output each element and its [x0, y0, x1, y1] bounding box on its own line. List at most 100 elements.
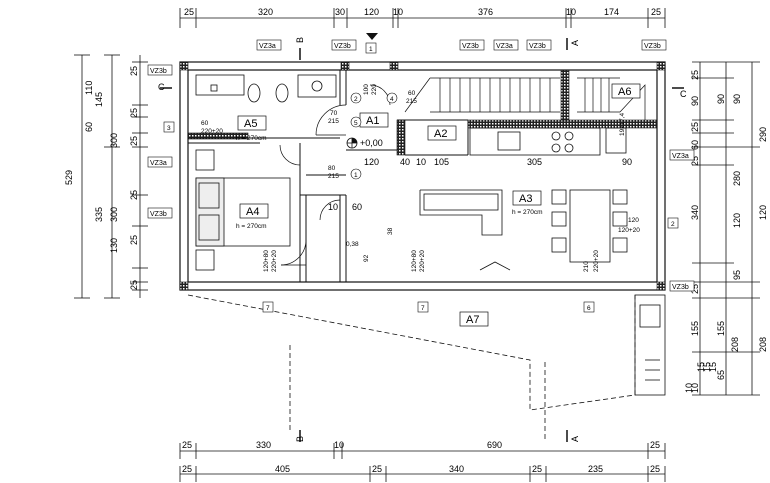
room-a4-height: h = 270cm — [236, 223, 267, 230]
op-12: 305 — [527, 157, 542, 167]
dim-right1-1: 90 — [690, 96, 700, 106]
dim-right2-0: 90 — [716, 94, 726, 104]
right-dimension-lines — [692, 61, 760, 396]
dim-top-2: 30 — [335, 7, 345, 17]
op-6: 80 — [328, 165, 336, 172]
op-24: 120 — [628, 217, 639, 224]
op-3: 215 — [328, 118, 339, 125]
dim-right3-3: 208 — [758, 337, 768, 352]
dim-right1-2: 25 — [690, 122, 700, 132]
window-mark-1: 2 — [671, 221, 675, 228]
op-16: 38 — [387, 227, 394, 235]
dim-bot1-2: 10 — [334, 440, 344, 450]
window-mark-2: 3 — [167, 125, 171, 132]
dim-top-8: 25 — [651, 7, 661, 17]
terrace-outline — [187, 294, 636, 440]
vz-tag-4: VZ3a — [496, 43, 513, 50]
op-15: 60 — [352, 202, 362, 212]
op-23: 220+20 — [593, 250, 600, 272]
window-mark-3: 4 — [390, 96, 394, 103]
dim-bot2-1: 405 — [275, 464, 290, 474]
staircase — [404, 77, 646, 120]
dim-left3-10: 25 — [129, 280, 139, 290]
window-marks: 1 2 3 4 5 6 7 7 1 2 — [163, 42, 679, 313]
room-a7-label: A7 — [466, 314, 479, 326]
vz-tag-7: VZ3a — [150, 160, 167, 167]
room-a6-label: A6 — [618, 86, 631, 98]
vz-tag-0: VZ3a — [259, 43, 276, 50]
bathroom-fixtures — [195, 74, 337, 103]
dim-right1-5: 340 — [690, 205, 700, 220]
op-17: 92 — [363, 254, 370, 262]
dim-bot2-0: 25 — [182, 464, 192, 474]
room-a3-height: h = 270cm — [512, 209, 543, 216]
op-20: 120+80 — [411, 250, 418, 272]
door-swings — [279, 84, 391, 266]
exterior-walls — [179, 61, 666, 291]
level-marker: +0,00 — [346, 137, 383, 149]
dim-left3-3: 60 — [84, 122, 94, 132]
bottom-dimension-lines — [179, 443, 666, 482]
vz-tag-2: VZ3b — [462, 43, 479, 50]
dim-top-3: 120 — [364, 7, 379, 17]
section-marks: B B A A C C — [158, 37, 687, 442]
window-mark-8: 1 — [354, 172, 358, 179]
vz-tag-9: VZ3a — [672, 153, 689, 160]
window-mark-7: 7 — [421, 305, 425, 312]
dim-right1-4: 25 — [690, 156, 700, 166]
window-mark-9: 2 — [354, 96, 358, 103]
dim-right3-0: 290 — [758, 127, 768, 142]
dim-left3-8: 25 — [129, 235, 139, 245]
section-mark-c-left: C — [158, 82, 165, 92]
op-22: 210 — [583, 261, 590, 272]
vz-tag-8: VZ3b — [150, 211, 167, 218]
dim-right1-0: 25 — [690, 70, 700, 80]
op-21: 220+20 — [419, 250, 426, 272]
level-value: +0,00 — [360, 138, 383, 148]
room-labels: A1 A2 A3 h = 270cm A4 h = 270cm A5 h = 2… — [236, 83, 641, 327]
op-5: 215 — [406, 98, 417, 105]
dim-bot2-4: 25 — [532, 464, 542, 474]
wall-hatch-corners — [179, 61, 666, 291]
living-furniture — [419, 189, 628, 271]
dim-left3-6: 25 — [129, 190, 139, 200]
dim-right2-9: 15 — [702, 362, 712, 372]
dim-right3-2: 120 — [758, 205, 768, 220]
op-19: 220+20 — [271, 250, 278, 272]
dim-bot1-3: 690 — [487, 440, 502, 450]
room-a2-label: A2 — [434, 128, 447, 140]
dim-bot2-6: 25 — [650, 464, 660, 474]
op-0: 60 — [201, 120, 209, 127]
dim-left3-7: 300 — [109, 207, 119, 222]
op-1: 220+20 — [201, 128, 223, 135]
dim-left3-9: 130 — [109, 238, 119, 253]
section-mark-a-bottom: A — [570, 436, 580, 442]
top-dimension-line — [179, 8, 666, 28]
room-a5-height: h = 270cm — [236, 135, 267, 142]
dim-left2-0: 145 — [94, 92, 104, 107]
op-14: 10 — [328, 202, 338, 212]
dim-left3-5: 300 — [109, 133, 119, 148]
window-mark-5: 6 — [587, 305, 591, 312]
op-13: 90 — [622, 157, 632, 167]
kitchen-counter — [469, 127, 627, 156]
dim-left3-2: 25 — [129, 108, 139, 118]
op-8: 120 — [364, 157, 379, 167]
dim-bot1-1: 330 — [256, 440, 271, 450]
dim-right1-3: 60 — [690, 140, 700, 150]
op-25: 120+20 — [618, 227, 640, 234]
entrance-arrow-icon — [366, 33, 378, 40]
op-9: 40 — [400, 157, 410, 167]
vz-tag-6: VZ3b — [150, 68, 167, 75]
dim-right1-6: 25 — [690, 284, 700, 294]
dim-left3-0: 25 — [129, 66, 139, 76]
dim-bot2-3: 340 — [449, 464, 464, 474]
room-a3-label: A3 — [519, 193, 532, 205]
dim-right2-7: 10 — [690, 383, 700, 393]
dim-top-0: 25 — [184, 7, 194, 17]
vz-tag-1: VZ3b — [334, 43, 351, 50]
dim-bot1-0: 25 — [182, 440, 192, 450]
room-a5-label: A5 — [244, 118, 257, 130]
op-11: 105 — [434, 157, 449, 167]
